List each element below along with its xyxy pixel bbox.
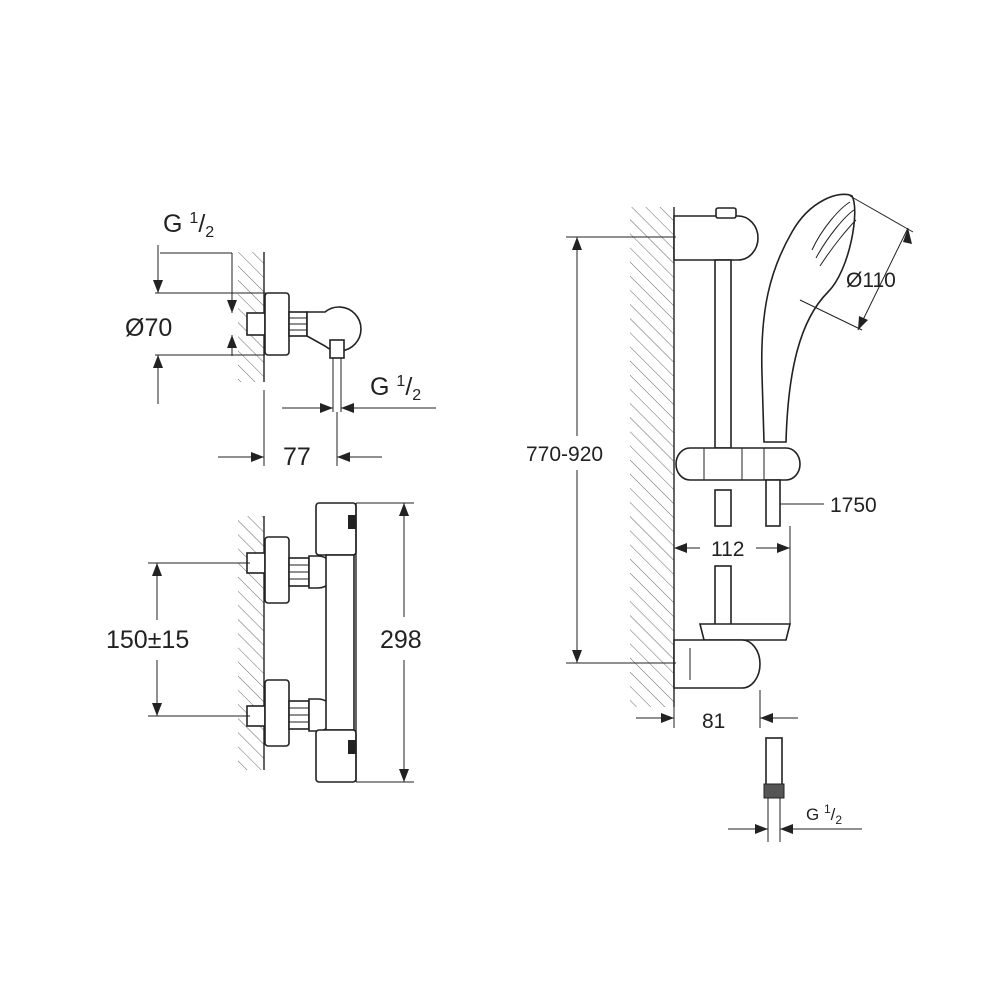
mixer-body-lower-handle — [315, 729, 357, 783]
rail-offset-label: 81 — [702, 710, 725, 733]
inlet-thread-label: G 1/2 — [163, 210, 214, 241]
slide-rail-upper — [714, 259, 732, 449]
soap-dish — [698, 623, 792, 641]
outlet-stub — [329, 339, 345, 359]
mixer-flange — [264, 292, 290, 356]
bottom-bracket — [673, 639, 761, 689]
rail-range-label: 770-920 — [526, 443, 603, 466]
top-bracket — [673, 215, 759, 261]
outlet-thread-label: G 1/2 — [370, 373, 421, 404]
height-298-label: 298 — [380, 626, 422, 654]
projection-label: 112 — [711, 538, 744, 561]
hand-shower — [760, 193, 856, 443]
mixer-body-main — [325, 554, 355, 731]
slide-holder — [675, 447, 801, 481]
head-diameter-label: Ø110 — [846, 269, 896, 292]
mixer-front-view: 150±15 298 — [106, 502, 422, 783]
slide-rail-lower — [714, 489, 732, 527]
hose-thread — [763, 783, 785, 799]
upper-flange — [264, 536, 290, 604]
lower-flange — [264, 679, 290, 747]
hose-length-label: 1750 — [830, 494, 877, 517]
wall-hatch — [630, 207, 674, 707]
shower-set-view: 770-920 Ø110 1750 112 81 G 1/2 — [526, 193, 914, 842]
mixer-top-view: G 1/2 Ø70 G 1/2 77 — [125, 210, 436, 471]
hose-connector — [765, 479, 781, 527]
top-bracket-cap — [715, 207, 737, 219]
center-distance-label: 150±15 — [106, 626, 189, 654]
hose-thread-label: G 1/2 — [806, 802, 842, 827]
wall-connector — [246, 312, 266, 336]
hose-end — [765, 737, 783, 791]
depth-77-label: 77 — [283, 443, 311, 471]
diameter-70-label: Ø70 — [125, 314, 172, 342]
